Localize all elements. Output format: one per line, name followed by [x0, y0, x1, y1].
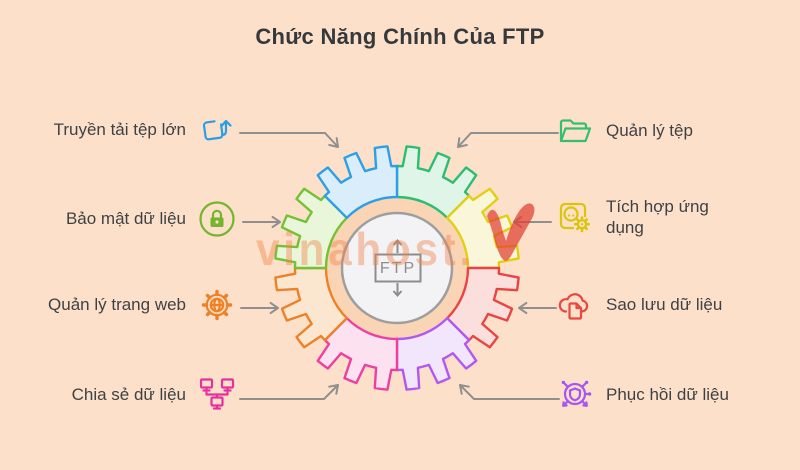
web-gear-icon [198, 286, 236, 324]
down-arrow-icon [392, 283, 403, 298]
ftp-label-box [374, 253, 422, 283]
page-title: Chức Năng Chính Của FTP [255, 24, 545, 49]
shield-network-icon [556, 376, 594, 414]
item-quan-ly-tep: Quản lý tệp [556, 112, 693, 150]
item-label: Sao lưu dữ liệu [606, 295, 723, 315]
item-tich-hop-ung-dung: Tích hợp ứng dụng [556, 196, 736, 239]
folder-icon [556, 112, 594, 150]
up-arrow-icon [392, 238, 403, 253]
item-label: Chia sẻ dữ liệu [71, 385, 186, 405]
file-transfer-icon [198, 111, 236, 149]
item-label: Quản lý trang web [48, 295, 186, 315]
item-truyen-tai-tep-lon: Truyền tải tệp lớn [0, 111, 236, 149]
connector-arrow [242, 215, 281, 229]
connector-arrow [239, 132, 339, 148]
item-sao-luu-du-lieu: Sao lưu dữ liệu [556, 286, 722, 324]
connector-arrow [518, 301, 557, 315]
ftp-hub-label-group: FTP [374, 238, 422, 298]
item-label: Bảo mật dữ liệu [65, 209, 186, 229]
watermark-logo-check-icon [487, 203, 535, 261]
item-label: Tích hợp ứng dụng [606, 197, 709, 238]
connector-arrow [457, 132, 559, 148]
item-bao-mat-du-lieu: Bảo mật dữ liệu [0, 200, 236, 238]
network-icon [198, 376, 236, 414]
item-label: Truyền tải tệp lớn [53, 120, 186, 140]
ftp-hub-label: FTP [380, 260, 416, 277]
item-label: Quản lý tệp [606, 121, 693, 141]
lock-icon [198, 200, 236, 238]
gear-hub-circle [340, 211, 454, 325]
connector-arrow [240, 301, 279, 315]
item-quan-ly-trang-web: Quản lý trang web [0, 286, 236, 324]
app-integration-icon [556, 198, 594, 236]
gear-segment-truyen-tai-tep-lon [316, 145, 399, 219]
gear-hub [340, 211, 454, 325]
cloud-backup-icon [556, 286, 594, 324]
connector-arrow [239, 384, 339, 400]
item-chia-se-du-lieu: Chia sẻ dữ liệu [0, 376, 236, 414]
item-label: Phục hồi dữ liệu [606, 385, 729, 405]
connector-arrow [459, 384, 560, 400]
item-phuc-hoi-du-lieu: Phục hồi dữ liệu [556, 376, 729, 414]
